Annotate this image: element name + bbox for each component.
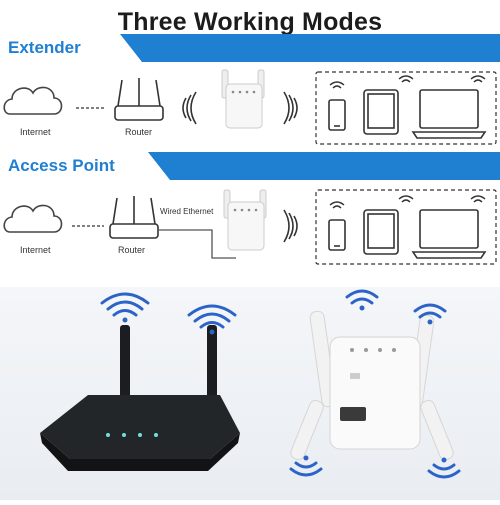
- devices-box: [315, 71, 497, 145]
- wifi-signal-icon: [398, 195, 414, 203]
- wifi-signal-icon: [398, 75, 414, 83]
- router-label: Router: [125, 127, 152, 137]
- access-point-tag: Access Point: [0, 152, 170, 180]
- extender-diagram: Internet Router: [0, 62, 500, 150]
- router-label: Router: [118, 245, 145, 255]
- phone-icon: [328, 219, 346, 251]
- wifi-signal-icon: [470, 75, 486, 83]
- access-point-diagram: Internet Router Wired Ethernet: [0, 184, 500, 282]
- phone-icon: [328, 99, 346, 131]
- black-router: [40, 325, 240, 471]
- wifi-signal-icon: [413, 303, 447, 325]
- wifi-signal-icon: [283, 209, 298, 243]
- wired-ethernet-label: Wired Ethernet: [160, 207, 214, 216]
- white-extender: [290, 310, 454, 461]
- internet-label: Internet: [20, 245, 51, 255]
- wifi-signal-icon: [329, 81, 345, 89]
- wifi-signal-icon: [345, 289, 379, 311]
- cloud-icon: [3, 204, 63, 233]
- wifi-signal-icon: [427, 457, 461, 479]
- laptop-icon: [411, 209, 487, 259]
- internet-label: Internet: [20, 127, 51, 137]
- access-point-label: Access Point: [8, 156, 115, 175]
- wifi-signal-icon: [100, 292, 150, 323]
- product-photo: [0, 287, 500, 500]
- laptop-icon: [411, 89, 487, 139]
- cloud-icon: [3, 86, 63, 115]
- wifi-signal-icon: [289, 455, 323, 477]
- extender-icon: [223, 189, 267, 251]
- wifi-signal-icon: [283, 91, 298, 125]
- wifi-signal-icon: [182, 91, 197, 125]
- devices-box: [315, 189, 497, 265]
- wifi-signal-icon: [329, 201, 345, 209]
- wifi-signal-icon: [470, 195, 486, 203]
- tablet-icon: [363, 209, 399, 255]
- tablet-icon: [363, 89, 399, 135]
- wifi-signal-icon: [187, 304, 237, 335]
- router-icon: [114, 78, 164, 121]
- ethernet-cable: [158, 229, 236, 259]
- router-icon: [109, 196, 159, 239]
- extender-tag: Extender: [0, 34, 142, 62]
- page-title: Three Working Modes: [117, 8, 383, 36]
- extender-label: Extender: [8, 38, 81, 57]
- extender-icon: [221, 69, 265, 129]
